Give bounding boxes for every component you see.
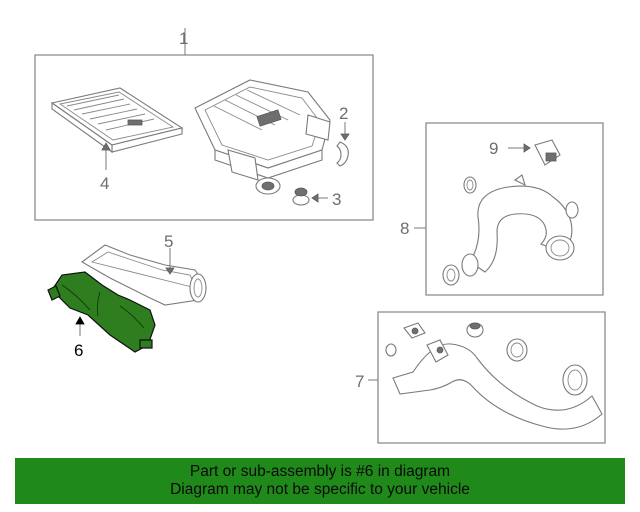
callout-4-arrow bbox=[101, 142, 111, 151]
air-filter-element[interactable] bbox=[50, 87, 184, 154]
banner-line-1: Part or sub-assembly is #6 in diagram bbox=[189, 463, 451, 480]
seal-ring-part[interactable] bbox=[463, 176, 477, 194]
callout-8[interactable]: 8 bbox=[400, 219, 409, 238]
callout-1[interactable]: 1 bbox=[179, 29, 188, 48]
callout-5-arrow bbox=[165, 267, 175, 275]
assembly-1-frame bbox=[34, 54, 374, 221]
intake-duct-upper[interactable] bbox=[80, 244, 207, 306]
assembly-7-frame bbox=[377, 311, 606, 444]
callout-5[interactable]: 5 bbox=[164, 232, 173, 251]
air-cleaner-assembly-group: 1 4 bbox=[34, 28, 374, 221]
intake-duct-lower-highlighted[interactable] bbox=[47, 271, 156, 353]
callout-2[interactable]: 2 bbox=[339, 104, 348, 123]
callout-6[interactable]: 6 bbox=[74, 341, 83, 360]
callout-3-arrow bbox=[311, 193, 319, 203]
sensor-part[interactable] bbox=[534, 139, 561, 166]
notice-banner: Part or sub-assembly is #6 in diagram Di… bbox=[15, 458, 625, 504]
assembly-8-frame bbox=[425, 122, 604, 296]
air-cleaner-housing[interactable] bbox=[194, 79, 331, 195]
callout-3[interactable]: 3 bbox=[332, 190, 341, 209]
parts-diagram: 1 4 bbox=[34, 28, 606, 444]
bracket-part[interactable] bbox=[403, 322, 426, 339]
grommet-large-part[interactable] bbox=[466, 322, 484, 338]
callout-9[interactable]: 9 bbox=[489, 139, 498, 158]
intake-duct-part[interactable] bbox=[392, 339, 603, 430]
banner-line-2: Diagram may not be specific to your vehi… bbox=[170, 481, 470, 498]
seal-part[interactable] bbox=[506, 338, 528, 362]
clip-part[interactable] bbox=[336, 141, 349, 167]
intake-hose-group-8: 8 9 bbox=[400, 122, 604, 296]
callout-6-arrow bbox=[75, 316, 85, 325]
hose-clamp-part[interactable] bbox=[442, 264, 460, 286]
callout-7[interactable]: 7 bbox=[355, 372, 364, 391]
intake-duct-group-7: 7 bbox=[355, 311, 606, 444]
callout-4[interactable]: 4 bbox=[100, 174, 109, 193]
grommet-small-part[interactable] bbox=[385, 343, 397, 357]
grommet-part[interactable] bbox=[292, 187, 310, 206]
callout-9-arrow bbox=[523, 143, 531, 153]
callout-2-arrow bbox=[340, 133, 350, 141]
intake-hose-part[interactable] bbox=[461, 174, 579, 277]
